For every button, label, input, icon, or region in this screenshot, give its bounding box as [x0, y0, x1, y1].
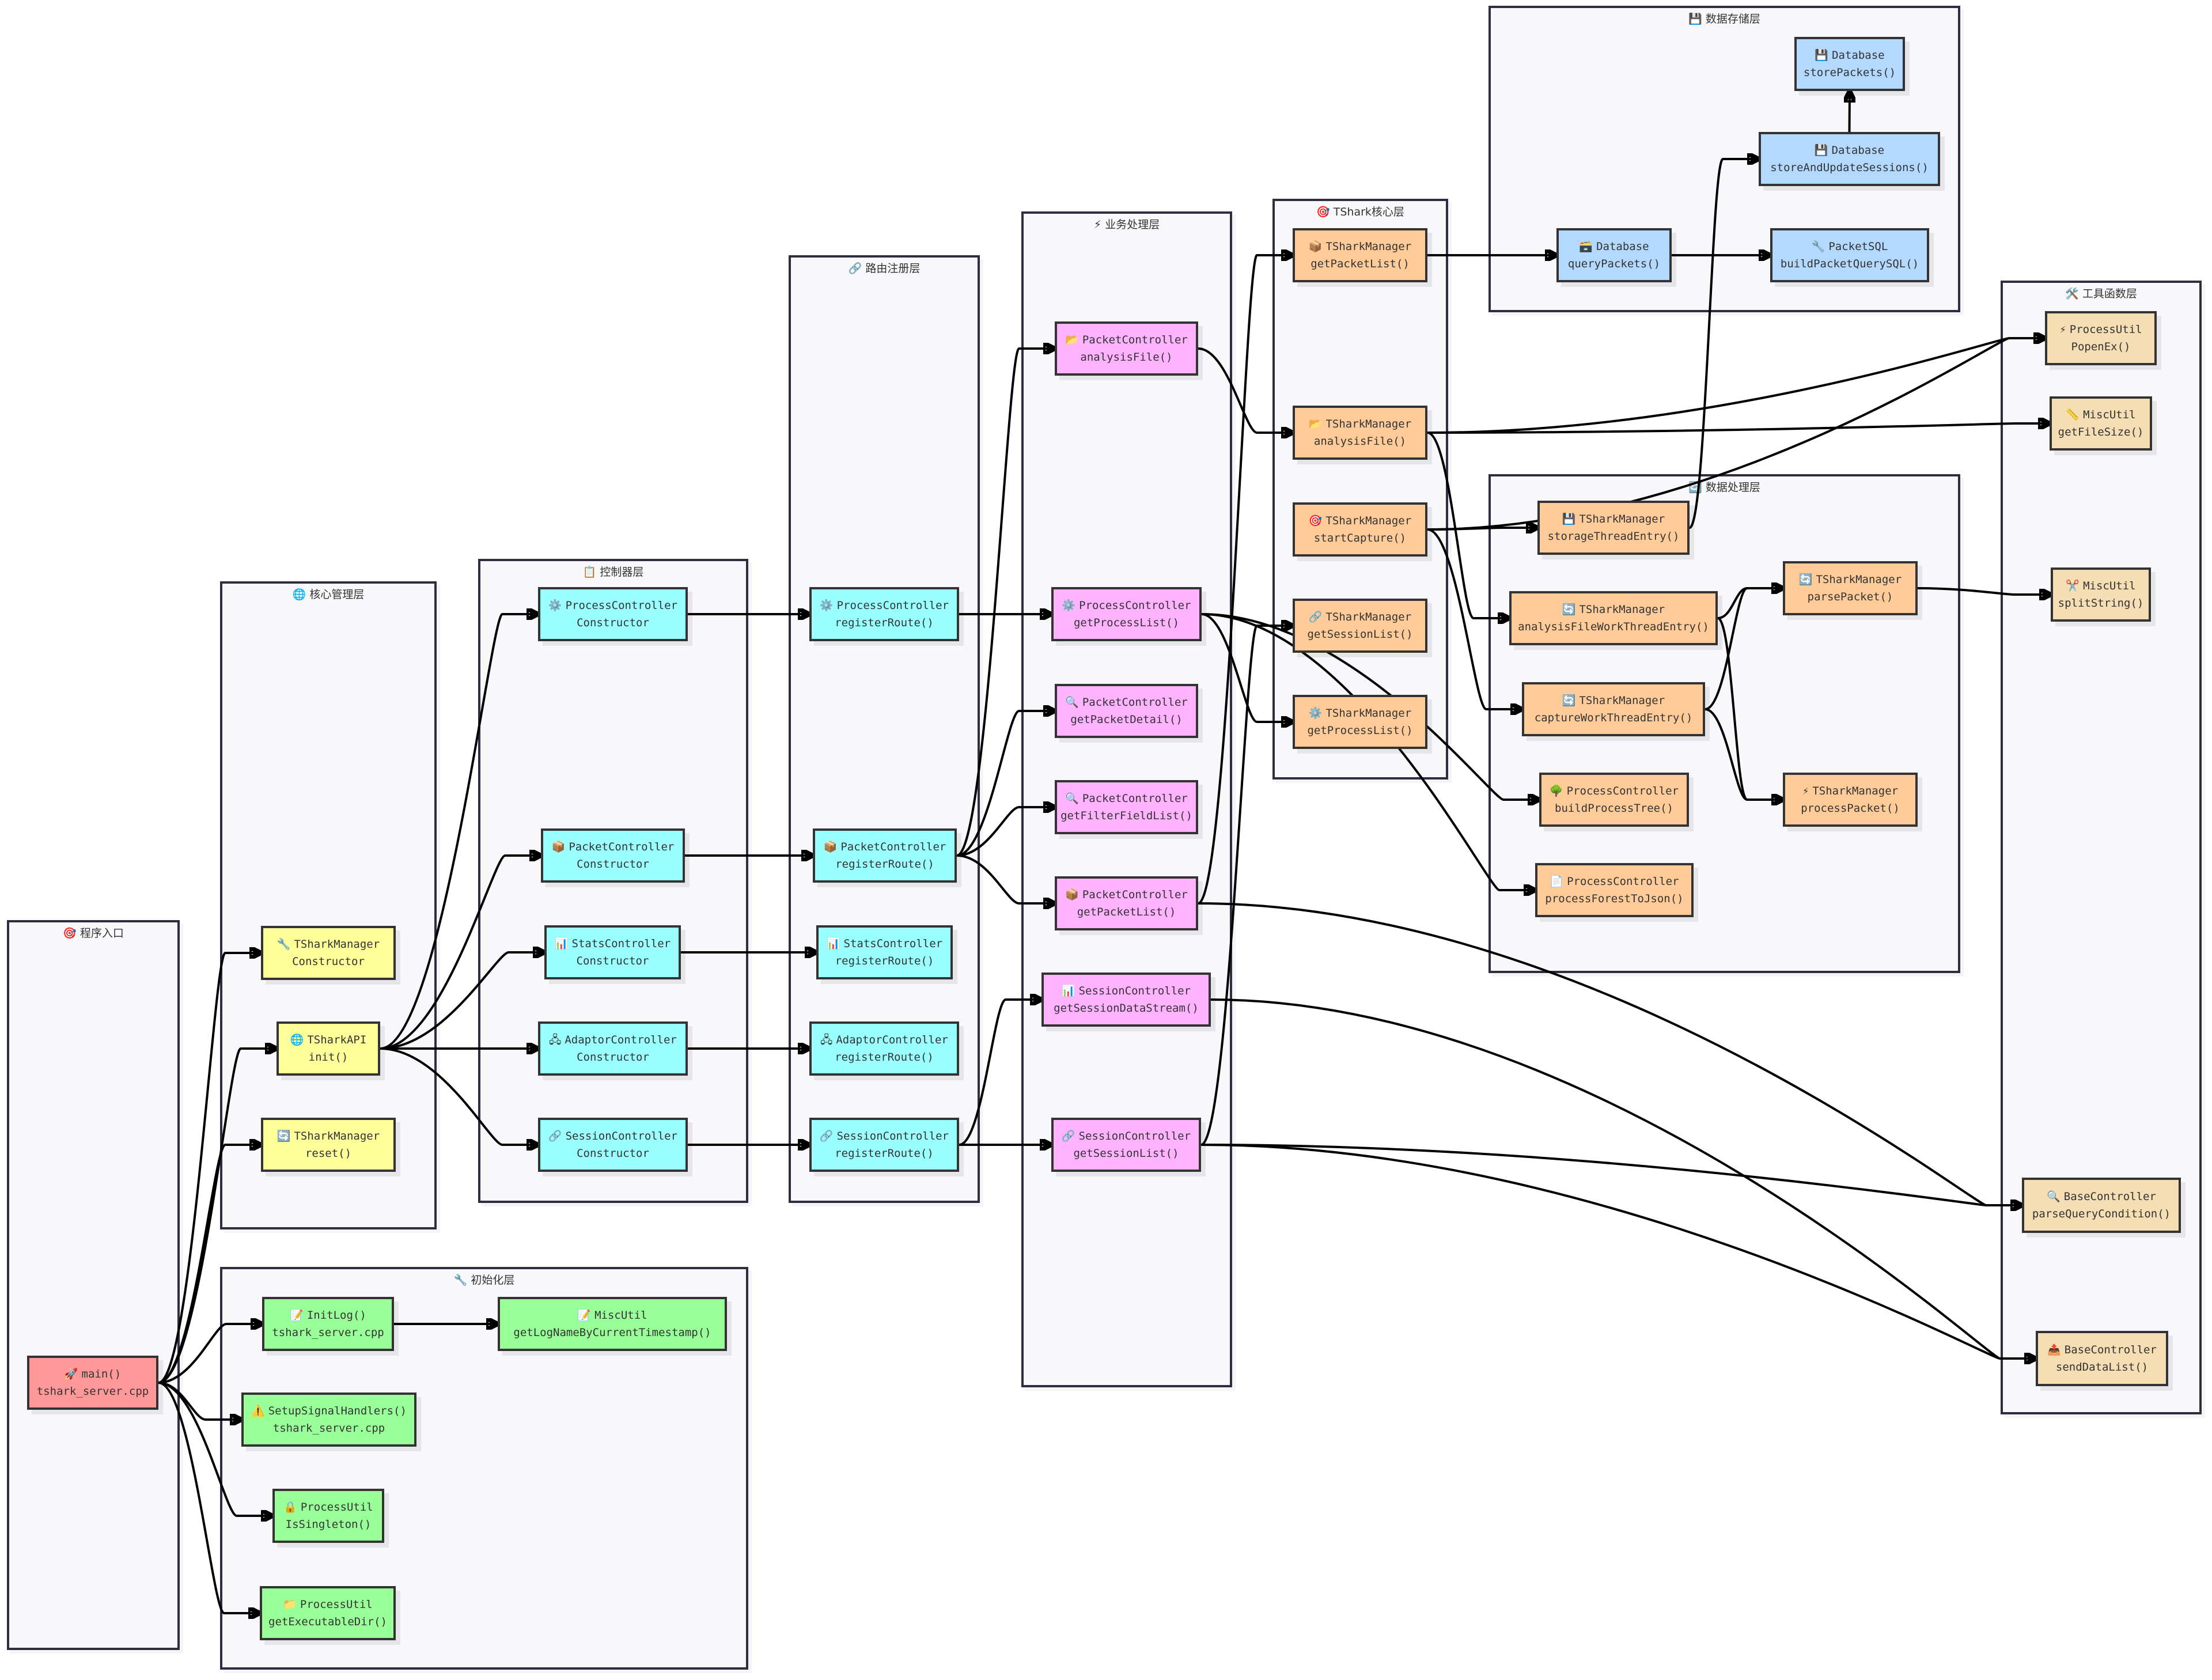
- cluster-title: 🎯 TShark核心层: [1316, 206, 1404, 218]
- cluster-entry: 🎯 程序入口: [7, 920, 180, 1650]
- edge-ssc_stream-to-senddata: [1210, 998, 2035, 1359]
- cluster-title: 💾 数据存储层: [1688, 13, 1760, 25]
- cluster-title: 🔗 路由注册层: [848, 262, 921, 275]
- cluster-title: 🔧 初始化层: [453, 1274, 515, 1287]
- cluster-title: 🌐 核心管理层: [292, 588, 365, 601]
- node-initlog[interactable]: 📝InitLog()tshark_server.cpp: [262, 1297, 394, 1351]
- cluster-title: ⚡ 业务处理层: [1093, 218, 1160, 231]
- cluster-title: 📋 控制器层: [582, 566, 644, 578]
- cluster-title: 🎯 程序入口: [63, 927, 124, 940]
- edge-ssc_list-to-senddata: [1200, 1144, 2035, 1359]
- node-main[interactable]: 🚀main()tshark_server.cpp: [27, 1356, 158, 1410]
- cluster-utility: 🛠️ 工具函数层: [2001, 281, 2202, 1414]
- edge-ssc_list-to-parseq: [1200, 1144, 2021, 1205]
- edge-tsm_analysis-to-popen: [1427, 338, 2044, 434]
- node-setupsignalhandlers[interactable]: ⚠️SetupSignalHandlers()tshark_server.cpp: [241, 1393, 416, 1447]
- cluster-title: 🛠️ 工具函数层: [2065, 287, 2137, 300]
- cluster-title: 🔄 数据处理层: [1688, 481, 1760, 494]
- edge-tsm_analysis-to-filesize: [1427, 423, 2048, 434]
- cluster-tshark-core: 🎯 TShark核心层: [1272, 199, 1448, 780]
